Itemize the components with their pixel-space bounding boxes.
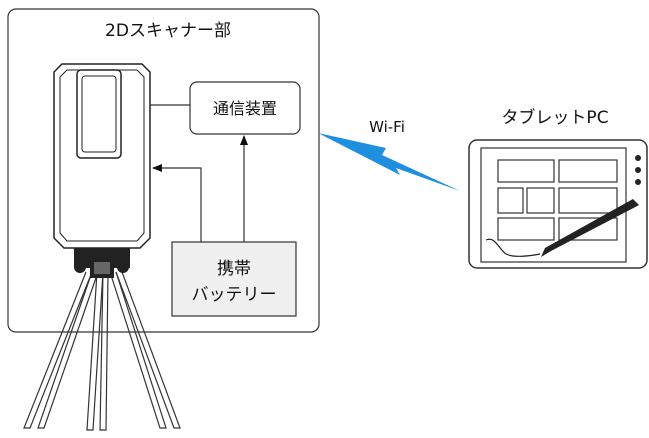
scanner-mount [74, 248, 130, 278]
tablet-button-icon [635, 167, 641, 173]
battery-label-line1: 携帯 [217, 259, 251, 279]
battery-box [171, 241, 297, 317]
scanner-unit-title: 2Dスキャナー部 [105, 21, 231, 41]
tablet-button-icon [635, 179, 641, 185]
battery-to-scanner-arrow [152, 164, 202, 242]
tripod [23, 271, 181, 431]
wifi-label: Wi-Fi [369, 118, 405, 136]
battery-label-line2: バッテリー [192, 285, 277, 305]
tablet-button-icon [635, 155, 641, 161]
stylus-icon [541, 199, 639, 257]
scanner-body [53, 63, 151, 249]
tablet [468, 139, 648, 269]
comm-device-label: 通信装置 [213, 99, 277, 118]
tablet-title: タブレットPC [501, 107, 608, 128]
stylus-stroke [485, 238, 541, 257]
tablet-screen-panels [497, 159, 618, 241]
wifi-bolt-icon [318, 133, 460, 191]
comm-device-box [189, 81, 301, 135]
